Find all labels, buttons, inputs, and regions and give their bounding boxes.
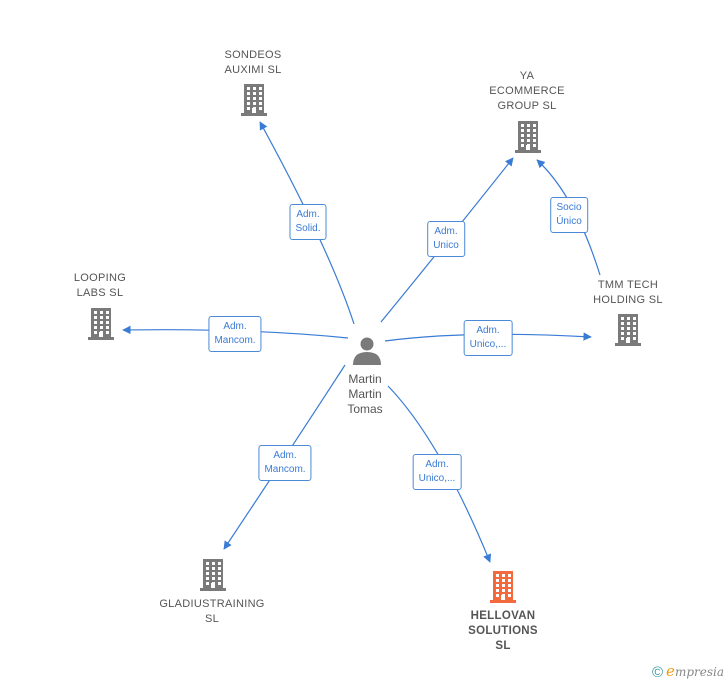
- building-icon-tmm[interactable]: [615, 314, 641, 346]
- brand-name: mpresia: [674, 665, 724, 679]
- company-label-line: GLADIUSTRAINING: [159, 598, 265, 610]
- relation-label-hellovan[interactable]: Adm. Unico,...: [412, 454, 462, 490]
- company-label-line: LABS SL: [76, 287, 124, 299]
- relation-label-line: Solid.: [295, 223, 321, 234]
- building-icon-looping[interactable]: [88, 308, 114, 340]
- relation-label-line: Mancom.: [214, 335, 256, 346]
- company-label-line: YA: [519, 70, 535, 82]
- person-name-line: Martin: [348, 372, 382, 386]
- company-label-line: SONDEOS: [224, 49, 282, 61]
- relation-label-line: Socio: [556, 202, 582, 213]
- company-label-line: SL: [204, 613, 220, 625]
- relation-label-line: Adm.: [425, 459, 449, 470]
- company-label-line: HELLOVAN: [470, 610, 536, 622]
- building-icon-sondeos[interactable]: [241, 84, 267, 116]
- relation-label-tmm-ya[interactable]: Socio Único: [550, 197, 588, 233]
- relation-label-line: Adm.: [476, 325, 500, 336]
- company-label-line: GROUP SL: [497, 100, 557, 112]
- company-label-line: ECOMMERCE: [489, 85, 565, 97]
- copyright-icon: ©: [651, 664, 664, 681]
- relation-label-line: Unico,...: [418, 473, 456, 484]
- company-label-line: HOLDING SL: [593, 294, 663, 306]
- company-label-hellovan[interactable]: HELLOVAN SOLUTIONS SL: [468, 609, 538, 654]
- company-label-line: AUXIMI SL: [224, 64, 282, 76]
- building-icon-ya[interactable]: [515, 121, 541, 153]
- relation-label-tmm[interactable]: Adm. Unico,...: [463, 320, 513, 356]
- relation-label-line: Adm.: [273, 450, 297, 461]
- relation-label-line: Adm.: [223, 321, 247, 332]
- company-label-line: TMM TECH: [597, 279, 659, 291]
- relation-label-line: Adm.: [434, 226, 458, 237]
- brand-logo: ©empresia: [652, 662, 724, 681]
- company-label-ya[interactable]: YA ECOMMERCE GROUP SL: [489, 69, 564, 114]
- building-icon-gladius[interactable]: [200, 559, 226, 591]
- relation-label-line: Único: [556, 216, 582, 227]
- person-icon[interactable]: [353, 337, 381, 366]
- relation-label-line: Mancom.: [264, 464, 306, 475]
- building-icon-hellovan[interactable]: [490, 571, 516, 603]
- brand-initial: e: [666, 662, 675, 680]
- relation-label-line: Adm.: [296, 209, 320, 220]
- relation-label-line: Unico: [433, 240, 459, 251]
- company-label-tmm[interactable]: TMM TECH HOLDING SL: [593, 278, 663, 308]
- company-label-looping[interactable]: LOOPING LABS SL: [74, 271, 126, 301]
- company-label-line: LOOPING: [73, 272, 127, 284]
- relation-label-looping[interactable]: Adm. Mancom.: [208, 316, 262, 352]
- company-label-line: SOLUTIONS: [468, 625, 538, 637]
- person-name-line: Tomas: [347, 402, 383, 416]
- company-label-line: SL: [495, 640, 511, 652]
- relation-label-line: Unico,...: [469, 339, 507, 350]
- relation-label-sondeos[interactable]: Adm. Solid.: [289, 204, 327, 240]
- person-label[interactable]: Martin Martin Tomas: [347, 372, 382, 417]
- company-label-sondeos[interactable]: SONDEOS AUXIMI SL: [224, 48, 281, 78]
- relation-label-ya[interactable]: Adm. Unico: [427, 221, 465, 257]
- company-label-gladius[interactable]: GLADIUSTRAINING SL: [159, 597, 264, 627]
- person-name-line: Martin: [348, 387, 382, 401]
- relation-label-gladius[interactable]: Adm. Mancom.: [258, 445, 312, 481]
